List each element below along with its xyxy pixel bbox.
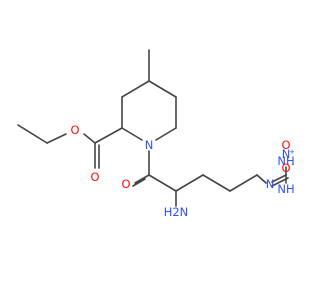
guanidine-nitrogen: N — [266, 177, 275, 191]
bond-cdelta-n — [256, 174, 267, 184]
ester-oxygen: O — [70, 123, 79, 137]
bond-amide-c-calpha — [148, 174, 177, 192]
nitro-nitrogen: N — [282, 147, 291, 161]
amine-nh: NH — [277, 182, 294, 196]
bond-cbeta-cgamma — [202, 174, 231, 192]
bond-amide-c-o-double — [132, 178, 146, 187]
nitro-oxygen-minus: O — [281, 161, 290, 175]
bond-carbonyl-c-c2 — [94, 127, 123, 144]
ring-nitrogen: N — [145, 138, 154, 152]
bond-ch2-o — [46, 133, 67, 144]
bond-c4-c5 — [148, 80, 177, 98]
bond-calpha-cbeta — [175, 174, 204, 192]
bond-o-carbonyl-c — [83, 133, 96, 144]
bond-n-c2 — [121, 127, 143, 141]
atom-labels: O O N O H2N N NH NH N + O O - — [70, 123, 295, 219]
ester-carbonyl-oxygen: O — [90, 170, 99, 184]
bond-amide-c-o — [134, 174, 150, 184]
nitro-charge-plus: + — [289, 148, 295, 156]
bond-n-guan-c — [271, 174, 287, 183]
imino-nh: NH — [277, 154, 294, 168]
bond-ch3-ch2 — [17, 124, 48, 144]
amide-oxygen: O — [121, 177, 130, 191]
bond-c6-n — [155, 127, 177, 141]
bond-cgamma-cdelta — [229, 174, 258, 192]
bonds — [17, 49, 289, 207]
chemical-structure: O O N O H2N N NH NH N + O O - — [17, 49, 295, 219]
bond-c3-c4 — [121, 80, 150, 98]
oxygen-charge-minus: - — [292, 161, 295, 169]
amino-group: H2N — [164, 205, 189, 219]
nitro-oxygen-top: O — [281, 138, 290, 152]
